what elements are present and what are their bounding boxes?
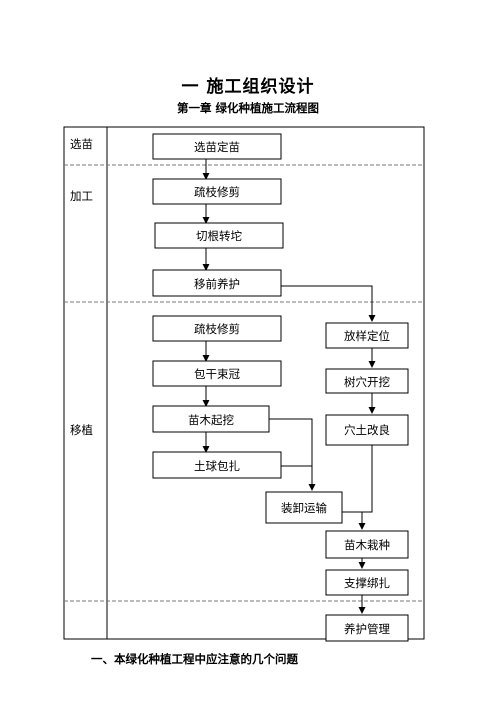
svg-text:放样定位: 放样定位 <box>344 329 390 343</box>
node-select-fix: 选苗定苗 <box>152 133 282 160</box>
svg-text:选苗定苗: 选苗定苗 <box>194 140 240 154</box>
page-title: 一 施工组织设计 <box>181 77 315 97</box>
stage-label-transplant: 移植 <box>70 423 93 437</box>
svg-text:疏枝修剪: 疏枝修剪 <box>194 322 240 336</box>
section-heading: 一、本绿化种植工程中应注意的几个问题 <box>91 652 298 666</box>
svg-text:树穴开挖: 树穴开挖 <box>344 375 390 389</box>
node-transport: 装卸运输 <box>265 491 343 524</box>
node-dig-up: 苗木起挖 <box>152 405 270 433</box>
flowchart-frame <box>63 126 425 640</box>
chapter-subtitle: 第一章 绿化种植施工流程图 <box>176 101 319 115</box>
svg-text:移前养护: 移前养护 <box>194 277 240 291</box>
svg-text:疏枝修剪: 疏枝修剪 <box>194 185 240 199</box>
svg-text:苗木起挖: 苗木起挖 <box>188 413 234 427</box>
node-cut-root: 切根转坨 <box>154 222 284 249</box>
node-prune-1: 疏枝修剪 <box>152 178 282 205</box>
node-stakeout: 放样定位 <box>325 322 409 349</box>
svg-text:装卸运输: 装卸运输 <box>281 501 327 515</box>
node-ball-wrap: 土球包扎 <box>152 451 282 479</box>
flow-connectors <box>202 159 376 614</box>
svg-text:养护管理: 养护管理 <box>344 622 390 636</box>
node-soil-improve: 穴土改良 <box>325 414 409 446</box>
stage-label-select: 选苗 <box>70 137 93 151</box>
svg-text:穴土改良: 穴土改良 <box>344 423 390 437</box>
svg-text:土球包扎: 土球包扎 <box>194 459 240 473</box>
node-support: 支撑绑扎 <box>325 569 409 596</box>
node-dig-pit: 树穴开挖 <box>325 368 409 394</box>
node-prune-2: 疏枝修剪 <box>152 315 282 342</box>
node-planting: 苗木栽种 <box>325 530 409 559</box>
node-premove-care: 移前养护 <box>152 269 282 297</box>
stage-label-process: 加工 <box>70 189 93 203</box>
svg-text:包干束冠: 包干束冠 <box>194 367 240 381</box>
svg-text:切根转坨: 切根转坨 <box>196 229 242 243</box>
svg-text:支撑绑扎: 支撑绑扎 <box>344 576 390 590</box>
node-wrap-crown: 包干束冠 <box>152 360 282 387</box>
node-maintenance: 养护管理 <box>325 614 409 642</box>
svg-text:苗木栽种: 苗木栽种 <box>344 538 390 552</box>
